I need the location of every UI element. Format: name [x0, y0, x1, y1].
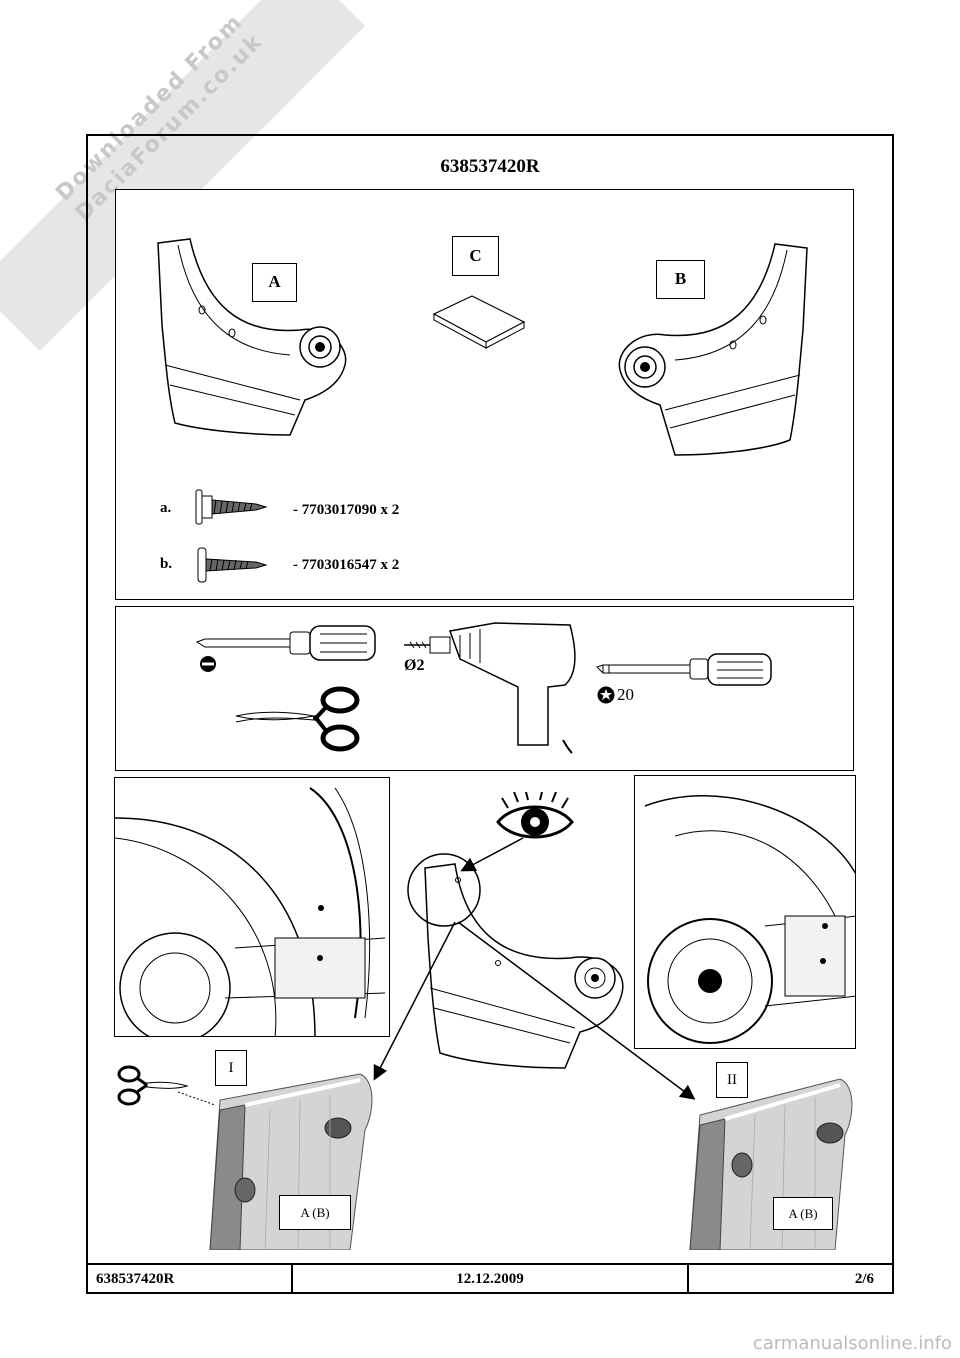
vehicle-photo-right	[634, 775, 856, 1049]
page-frame	[86, 134, 894, 1294]
screw-b-ref: - 7703016547 x 2	[293, 557, 400, 573]
torx-screwdriver-icon	[596, 653, 772, 686]
label-a: A	[252, 263, 297, 302]
drill-diameter-label: Ø2	[404, 657, 425, 674]
step-ii-label: II	[716, 1062, 748, 1098]
flap-right-part-label: A (B)	[773, 1197, 833, 1230]
footer-page: 2/6	[854, 1271, 874, 1287]
screw-a-ref: - 7703017090 x 2	[293, 502, 400, 518]
torx-symbol-icon	[597, 686, 615, 704]
wheel-arch-left-illustration	[115, 787, 386, 1036]
step-i-label: I	[215, 1050, 247, 1086]
vehicle-photo-left	[114, 777, 390, 1037]
flap-left-part-label: A (B)	[279, 1195, 351, 1230]
mudflap-b-illustration	[618, 243, 808, 456]
cutting-scissors-icon	[117, 1065, 189, 1106]
site-watermark: carmanualsonline.info	[752, 1333, 952, 1354]
footer-date: 12.12.2009	[293, 1265, 689, 1294]
flat-screwdriver-icon	[195, 625, 376, 661]
label-b: B	[656, 260, 705, 299]
page-title: 638537420R	[440, 156, 540, 177]
screw-b-icon	[197, 547, 268, 583]
torx-size-label: 20	[617, 685, 634, 704]
screw-a-icon	[195, 489, 268, 525]
label-c: C	[452, 236, 499, 276]
scissors-icon	[235, 686, 360, 752]
mudflap-a-illustration	[157, 238, 347, 436]
footer-bar: 638537420R 12.12.2009 2/6	[86, 1263, 894, 1294]
drill-icon	[404, 622, 576, 754]
screw-a-letter: a.	[160, 500, 172, 516]
mudflap-detail-illustration	[407, 853, 624, 1069]
footer-ref: 638537420R	[86, 1265, 293, 1294]
flat-blade-symbol-icon	[200, 656, 216, 672]
wheel-arch-right-illustration	[644, 795, 855, 1044]
instruction-booklet-icon	[432, 295, 526, 349]
screw-b-letter: b.	[160, 556, 173, 572]
eye-icon	[496, 792, 574, 839]
